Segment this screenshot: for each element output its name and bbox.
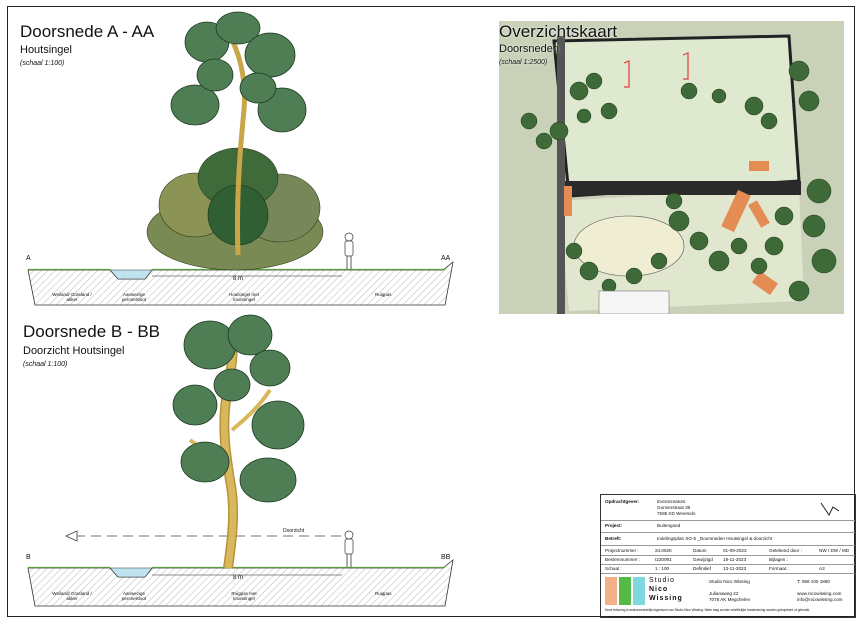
north-arrow-icon (820, 502, 840, 516)
section-aa-person (344, 232, 354, 269)
subject-label: Betreft: (605, 536, 622, 541)
projectnr-label: Projectnummer : (605, 548, 639, 553)
client-street: Gunnerstraat 39 (657, 505, 691, 510)
drawingnr-label: Bestemnummer : (605, 557, 640, 562)
client-label: Opdrachtgever: (605, 499, 640, 504)
title-block-divider (601, 573, 855, 574)
format-label: Formaat : (769, 566, 789, 571)
drawingnr-value: I220091 (655, 557, 672, 562)
format-value: A3 (819, 566, 825, 571)
title-block-divider (601, 564, 855, 565)
section-bb-person (344, 530, 354, 567)
title-block-divider (601, 545, 855, 546)
drawn-label: Getekend door : (769, 548, 802, 553)
overview-map-scale: (schaal 1:2500) (499, 59, 548, 66)
section-bb-sightline (65, 530, 345, 542)
project-label: Project: (605, 523, 623, 528)
overview-map (499, 21, 844, 314)
section-aa-subtitle: Houtsingel (20, 44, 72, 56)
overview-map-drawing (499, 21, 844, 314)
section-bb-zone-label: Aanwezige perceelsloot (121, 591, 147, 601)
section-bb-zone-label: Ruigpas met kruinsingel (231, 591, 257, 601)
section-bb-title: Doorsnede B - BB (23, 322, 161, 341)
logo-studio-word: Studio (649, 577, 675, 584)
date-value: 01-09-2023 (723, 548, 747, 553)
scale-value: 1 : 100 (655, 566, 670, 571)
logo-green-bar (619, 577, 631, 605)
date-label: Datum (693, 548, 707, 553)
studio-logo: Studio Nico Wissing (605, 577, 695, 605)
title-block-divider (601, 555, 855, 556)
overview-map-title: Overzichtskaart (499, 22, 618, 41)
project-value: Buitengoed (657, 523, 681, 528)
section-aa-zone-label: Ruigpas (375, 292, 392, 297)
section-aa-ground (27, 261, 454, 306)
section-bb-tree (172, 314, 305, 569)
subject-value: Indelingsplan SO-5 _Doorsneden Houtsinge… (657, 536, 773, 541)
section-aa-right-marker: AA (441, 255, 451, 262)
section-aa-zone-label: Houtsingel met kruinsingel (228, 292, 259, 302)
section-aa-left-marker: A (26, 255, 31, 262)
office-name: Studio Nico Wissing (709, 579, 750, 584)
section-bb-zone-label: Ruigpas (375, 591, 392, 596)
client-city: 7595 KD Weerselo (657, 511, 696, 516)
section-aa-zone-label: Weiland/ Grasland / akker (52, 292, 92, 302)
office-web: www.nicowissing.com (797, 591, 842, 596)
logo-cyan-bar (633, 577, 645, 605)
title-block-divider (601, 520, 855, 521)
section-aa-title: Doorsnede A - AA (20, 22, 155, 41)
section-aa-vegetation (146, 11, 324, 271)
appendix-label: Bijlagen : (769, 557, 788, 562)
logo-name-1: Nico (649, 586, 669, 593)
logo-orange-bar (605, 577, 617, 605)
defined-value: 13-11-2023 (723, 566, 747, 571)
section-aa-scale: (schaal 1:100) (20, 60, 65, 67)
section-bb-right-marker: BB (441, 554, 451, 561)
client-name: Eventcreators (657, 499, 686, 504)
title-block: Opdrachtgever: Eventcreators Gunnerstraa… (600, 494, 856, 618)
office-street: Julianaweg 22 (709, 591, 739, 596)
projectnr-value: 24.0620 (655, 548, 672, 553)
section-bb-subtitle: Doorzicht Houtsingel (23, 345, 125, 357)
section-bb-left-marker: B (26, 554, 31, 561)
logo-name-2: Wissing (649, 595, 683, 602)
section-bb-sightline-label: Doorzicht (283, 528, 305, 534)
office-city: 7078 AK Megchelen (709, 597, 751, 602)
drawing-sheet-border (7, 6, 855, 617)
section-bb-dimension: 8 m (233, 575, 244, 581)
section-bb-zone-label: Weiland/ Grasland / akker (52, 591, 92, 601)
title-block-divider (601, 532, 855, 533)
drawn-value: NW / DW / MD (819, 548, 850, 553)
disclaimer: Deze tekening is auteursrechtelijk eigen… (605, 608, 810, 612)
section-aa-dimension: 8 m (233, 276, 244, 282)
office-email: info@nicowissing.com (797, 597, 843, 602)
overview-map-subtitle: Doorsneden (499, 43, 559, 55)
changed-label: Gewijzigd (693, 557, 713, 562)
changed-value: 19-11-2023 (723, 557, 747, 562)
section-bb-ground (27, 559, 454, 607)
office-phone: T: 088 100 1880 (797, 579, 830, 584)
scale-label: Schaal : (605, 566, 622, 571)
section-bb-scale: (schaal 1:100) (23, 361, 68, 368)
section-aa-zone-label: Aanwezige perceelsloot (121, 292, 147, 302)
defined-label: Definitief (693, 566, 711, 571)
